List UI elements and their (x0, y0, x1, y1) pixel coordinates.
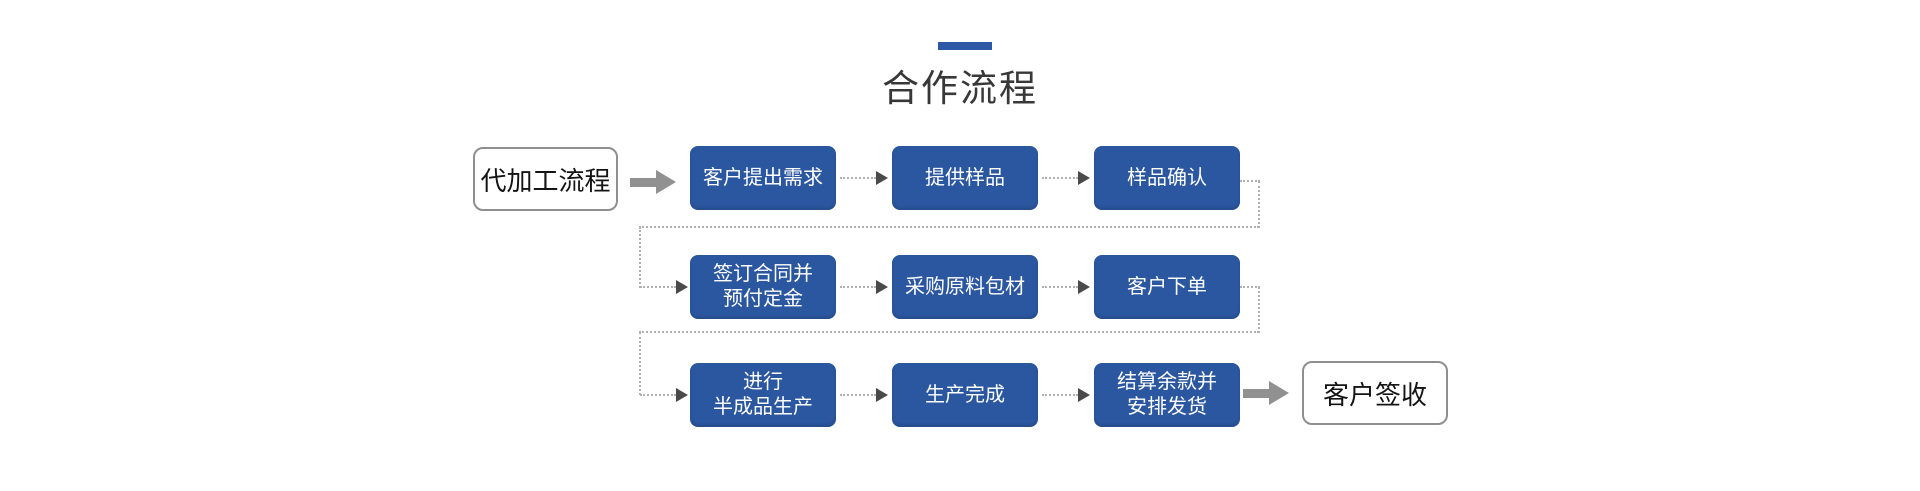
flow-step-1-1: 客户提出需求 (690, 146, 836, 210)
dotted-arrow-right-icon (840, 171, 888, 185)
start-node-label: 代加工流程 (480, 165, 611, 196)
dotted-arrow-head (876, 171, 888, 185)
dotted-line (840, 286, 876, 288)
dotted-line (1042, 286, 1078, 288)
dotted-arrow-head (676, 388, 688, 402)
flow-step-2-1: 签订合同并 预付定金 (690, 255, 836, 319)
page-title: 合作流程 (882, 68, 1038, 109)
dotted-arrow-right-icon (840, 280, 888, 294)
dotted-arrow-head (1078, 388, 1090, 402)
connector-segment (1258, 181, 1260, 228)
dotted-arrow-head (1078, 171, 1090, 185)
dotted-arrow-head (676, 280, 688, 294)
start-node: 代加工流程 (473, 147, 618, 211)
flow-step-2-3: 客户下单 (1094, 255, 1240, 319)
flow-step-3-2: 生产完成 (892, 363, 1038, 427)
end-node-label: 客户签收 (1322, 379, 1427, 410)
dotted-line (1042, 394, 1078, 396)
connector-segment (1240, 180, 1260, 182)
dotted-arrow-head (876, 280, 888, 294)
arrow-right-icon (630, 170, 676, 194)
dotted-line (840, 177, 876, 179)
connector-segment (1240, 286, 1260, 288)
flow-step-3-3: 结算余款并 安排发货 (1094, 363, 1240, 427)
connector-segment (639, 332, 641, 395)
flow-step-3-1: 进行 半成品生产 (690, 363, 836, 427)
connector-segment (1258, 287, 1260, 333)
dotted-line (840, 394, 876, 396)
dotted-arrow-right-icon (1042, 171, 1090, 185)
flow-step-2-2: 采购原料包材 (892, 255, 1038, 319)
dotted-line (1042, 177, 1078, 179)
dotted-arrow-right-icon (1042, 280, 1090, 294)
dotted-arrow-head (1078, 280, 1090, 294)
end-node: 客户签收 (1302, 361, 1448, 425)
connector-segment (639, 227, 641, 288)
arrow-head (656, 170, 676, 194)
title-accent-bar (938, 42, 992, 50)
arrow-shaft (630, 177, 656, 187)
connector-segment (640, 286, 676, 288)
arrow-shaft (1243, 388, 1269, 398)
arrow-head (1269, 381, 1289, 405)
flow-step-1-3: 样品确认 (1094, 146, 1240, 210)
connector-segment (639, 331, 1259, 333)
arrow-right-icon (1243, 381, 1289, 405)
dotted-arrow-head (876, 388, 888, 402)
connector-segment (640, 394, 676, 396)
dotted-arrow-right-icon (1042, 388, 1090, 402)
dotted-arrow-right-icon (840, 388, 888, 402)
flow-step-1-2: 提供样品 (892, 146, 1038, 210)
connector-segment (639, 226, 1259, 228)
